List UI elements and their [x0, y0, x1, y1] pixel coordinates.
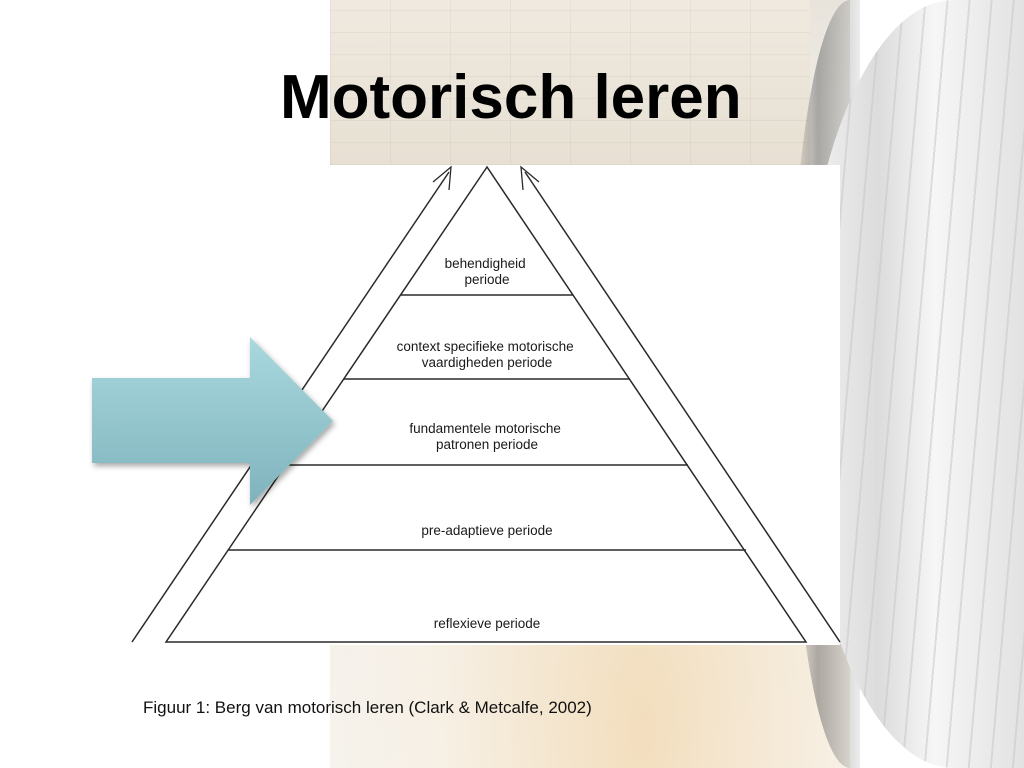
left-arrowhead-icon	[432, 165, 452, 191]
level-label-context-specifiek: context specifieke motorische vaardighed…	[397, 339, 578, 370]
right-ascent-line	[524, 171, 841, 643]
level-label-behendigheid: behendigheid periode	[445, 256, 530, 287]
level-label-reflexief: reflexieve periode	[434, 616, 541, 631]
level-label-pre-adaptief: pre-adaptieve periode	[421, 523, 552, 538]
highlight-arrow-icon	[92, 337, 333, 505]
slide-title: Motorisch leren	[280, 63, 742, 132]
right-arrowhead-icon	[520, 165, 540, 191]
slide-title-container: Motorisch leren	[280, 60, 750, 140]
pyramid-outline	[164, 165, 808, 643]
background-wall	[330, 0, 810, 165]
figure-caption: Figuur 1: Berg van motorisch leren (Clar…	[143, 698, 592, 717]
level-label-fundamentele: fundamentele motorische patronen periode	[409, 421, 564, 452]
